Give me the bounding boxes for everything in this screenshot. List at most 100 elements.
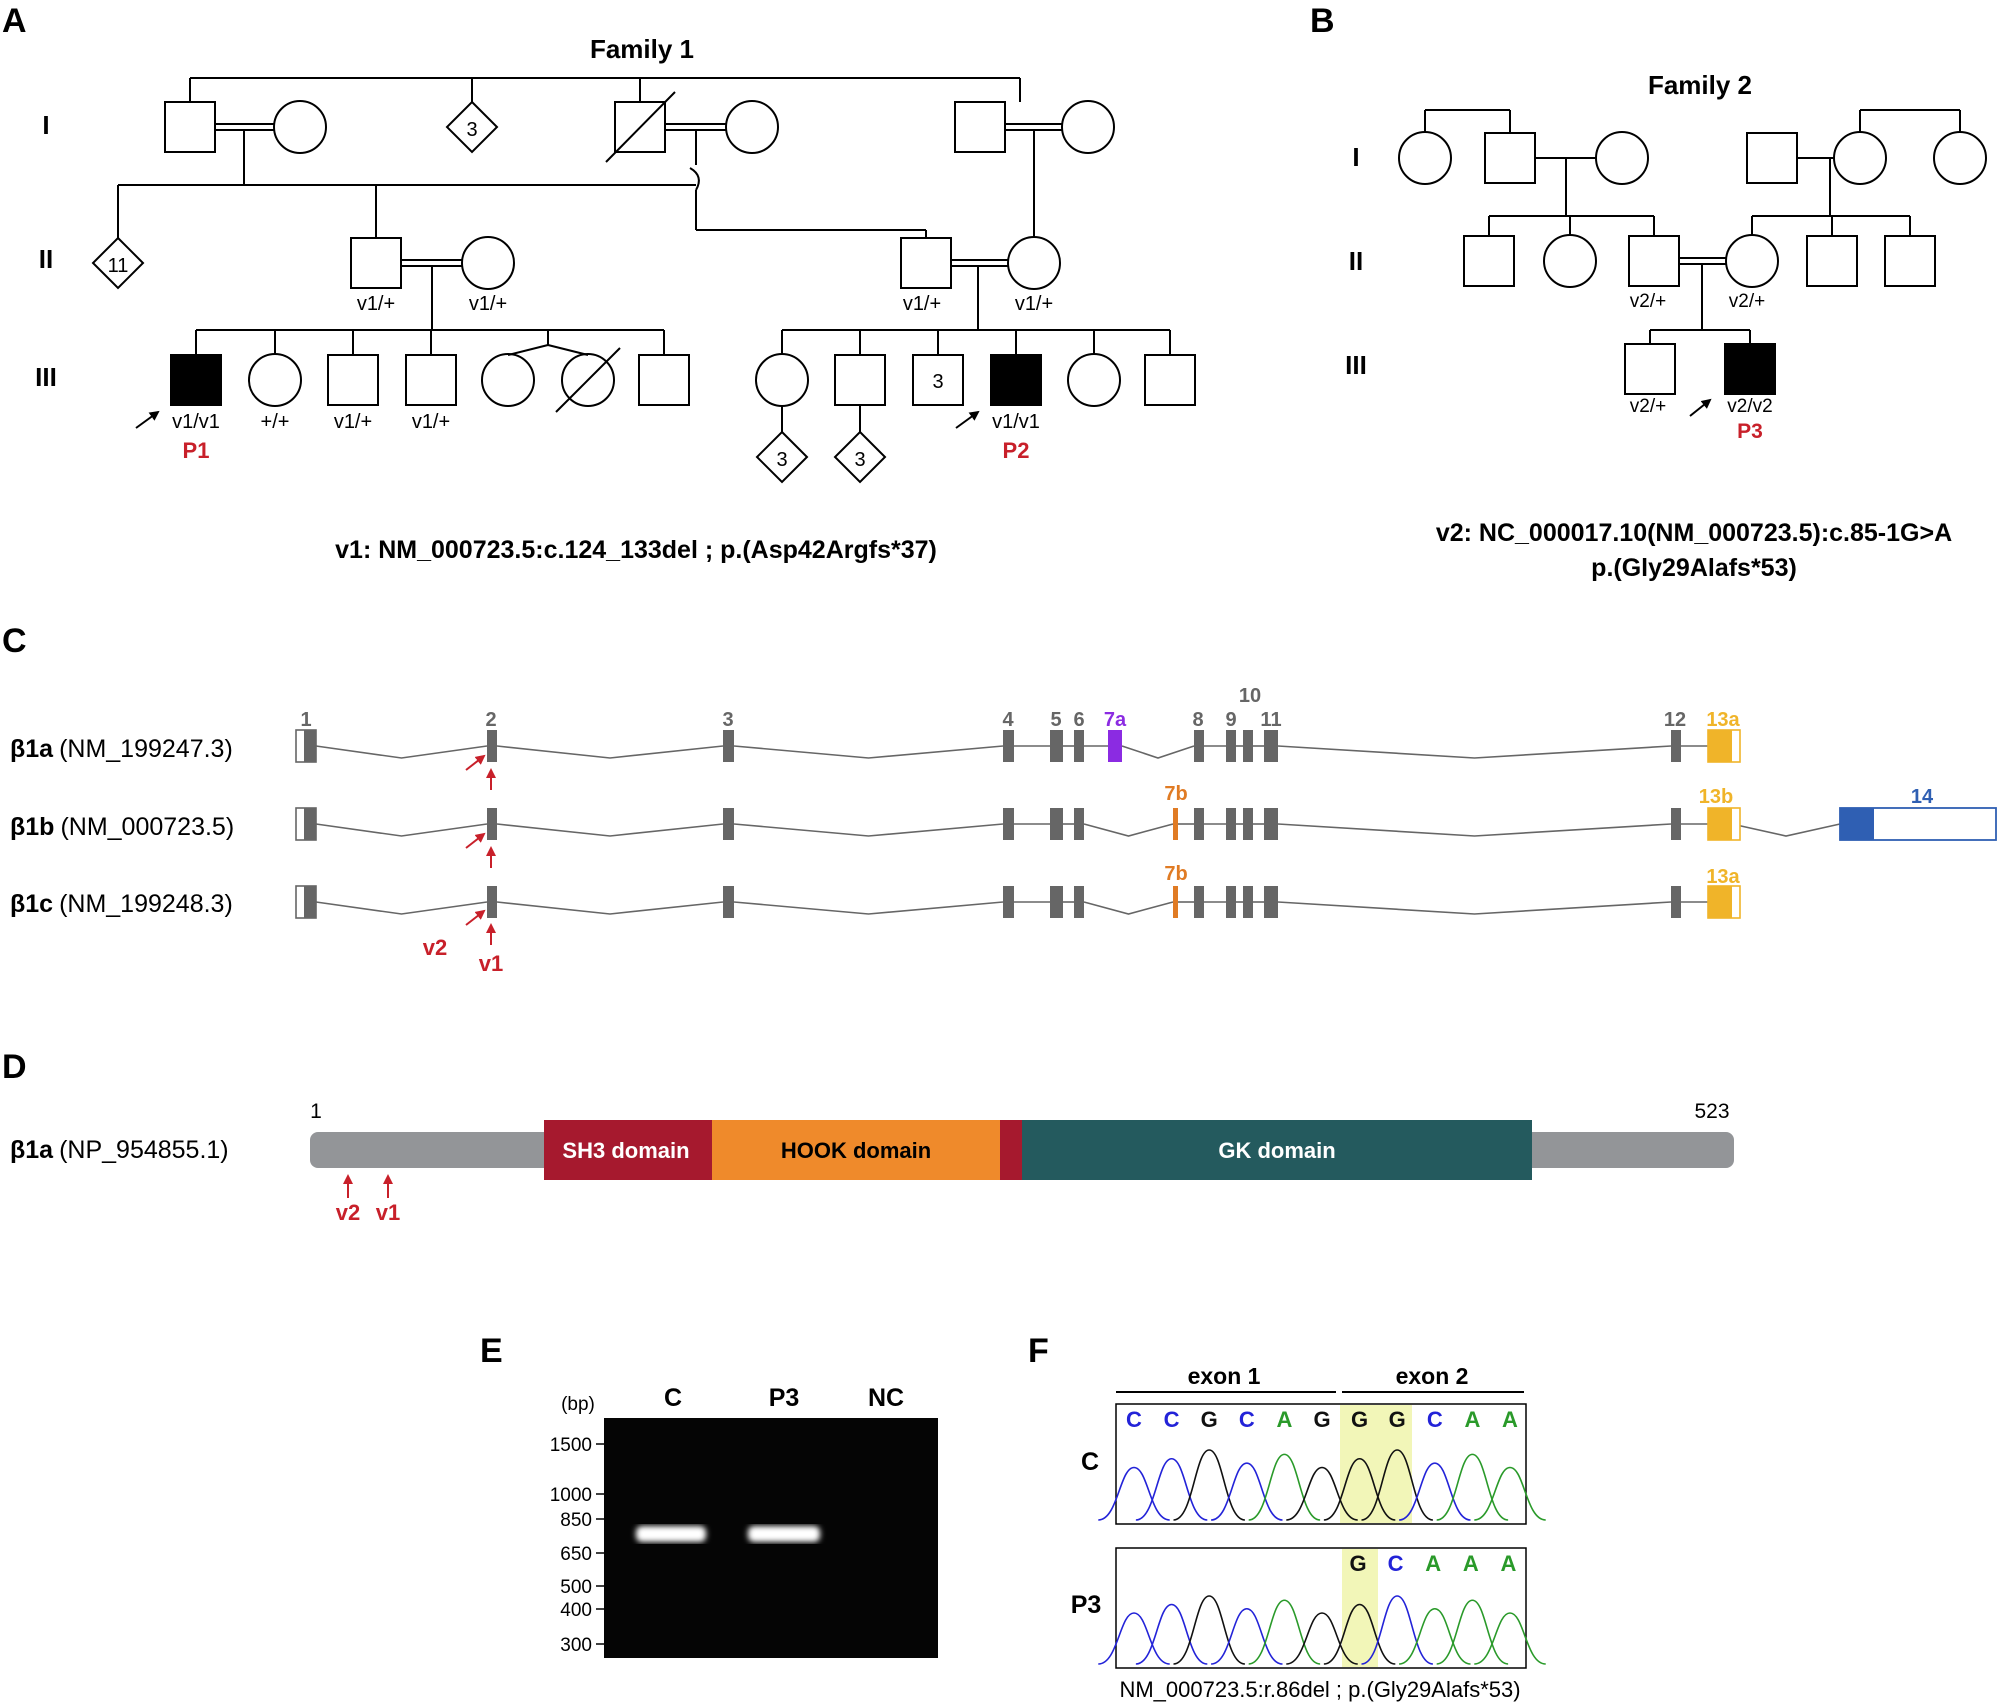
- female-symbol: [461, 236, 515, 290]
- male-symbol: [1144, 354, 1196, 406]
- exon-box-14: [1840, 808, 1874, 840]
- isoform-label: β1c(NM_199248.3): [10, 890, 233, 918]
- trace-peak: [1398, 1462, 1471, 1521]
- chromatogram-caption: NM_000723.5:r.86del ; p.(Gly29Alafs*53): [1119, 1677, 1520, 1702]
- male-symbol: [638, 354, 690, 406]
- base-call: G: [1389, 1407, 1406, 1432]
- intron-line: [1277, 901, 1672, 915]
- v1-label: v1: [479, 951, 503, 976]
- exon-box-13: [1708, 808, 1732, 840]
- exon-box: [1194, 808, 1204, 840]
- genotype-label: v1/+: [903, 293, 941, 315]
- male-symbol: [1484, 132, 1536, 184]
- pedigree-family-2: Family 2 I II III: [1345, 70, 1987, 582]
- protein-domain-panel: β1a(NP_954855.1) 1 523 SH3 domain HOOK d…: [10, 1100, 1734, 1225]
- intron-line: [1083, 901, 1174, 915]
- protein-end: 523: [1694, 1100, 1729, 1123]
- genotype-label: v2/+: [1630, 291, 1666, 312]
- exon-label-7b: 7b: [1164, 783, 1187, 805]
- sibs-count: 11: [108, 255, 129, 277]
- gel-band-c: [636, 1526, 706, 1542]
- gen-label-II: II: [39, 244, 53, 274]
- isoform-row: [295, 885, 1741, 919]
- exon-box: [1194, 886, 1204, 918]
- exon-box: [1243, 808, 1253, 840]
- trace-peak: [1474, 1612, 1546, 1665]
- lane-label: P3: [769, 1384, 800, 1412]
- exon-label: 1: [300, 709, 311, 731]
- gk-domain-label: GK domain: [1218, 1138, 1335, 1163]
- exon-2-label: exon 2: [1396, 1363, 1469, 1389]
- base-call: A: [1425, 1551, 1441, 1576]
- ladder-label: 650: [560, 1544, 592, 1565]
- base-call: A: [1500, 1551, 1516, 1576]
- sibs-count: 3: [466, 119, 477, 141]
- gen-label-II: II: [1349, 246, 1363, 276]
- exon-label-7b: 7b: [1164, 863, 1187, 885]
- highlight-region: [1342, 1549, 1378, 1667]
- ladder-label: 300: [560, 1635, 592, 1656]
- ladder-label: 1500: [550, 1435, 592, 1456]
- ladder-label: 500: [560, 1577, 592, 1598]
- variant-v1-label: v1: NM_000723.5:c.124_133del ; p.(Asp42A…: [335, 536, 937, 564]
- gen-label-I: I: [42, 110, 49, 140]
- exon-label: 11: [1260, 709, 1281, 731]
- exon-box: [723, 886, 734, 918]
- male-symbol: [164, 101, 216, 153]
- female-symbol: [1061, 100, 1115, 154]
- base-call: A: [1276, 1407, 1292, 1432]
- gen-label-III: III: [1345, 350, 1367, 380]
- exon-box: [1264, 730, 1278, 762]
- trace-peak: [1210, 1462, 1283, 1521]
- gen-label-III: III: [35, 362, 57, 392]
- base-call: C: [1388, 1551, 1404, 1576]
- isoform-rows: [295, 729, 1997, 919]
- male-symbol: [1463, 235, 1515, 287]
- panel-label-e: E: [480, 1332, 503, 1370]
- proband-arrow: [1689, 398, 1712, 417]
- genotype-label: +/+: [261, 411, 290, 433]
- base-call: G: [1349, 1551, 1366, 1576]
- base-call: C: [1164, 1407, 1180, 1432]
- intron-line: [496, 745, 724, 759]
- exon-box: [304, 808, 316, 840]
- exon-label: 12: [1664, 709, 1686, 731]
- trace-peak: [1248, 1599, 1321, 1665]
- trace-peak: [1398, 1607, 1471, 1665]
- exon-box: [487, 808, 497, 840]
- affected-male-symbol: [1724, 343, 1776, 395]
- gen-label-I: I: [1352, 142, 1359, 172]
- sibs-count: 3: [932, 371, 943, 393]
- exon-label-13a: 13a: [1706, 866, 1740, 888]
- female-symbol: [725, 100, 779, 154]
- female-symbol: [1543, 234, 1597, 288]
- exon-box: [1050, 886, 1063, 918]
- male-symbol: [900, 237, 952, 289]
- genotype-label: v1/v1: [992, 411, 1040, 433]
- exon-box: [304, 730, 316, 762]
- base-call: C: [1427, 1407, 1443, 1432]
- female-symbol: [248, 353, 302, 407]
- exon-label-13b: 13b: [1699, 786, 1733, 808]
- female-symbol: [1007, 236, 1061, 290]
- diamond-group: [91, 236, 145, 290]
- traces-p3: [1098, 1595, 1546, 1665]
- ladder-label: 1000: [550, 1485, 592, 1506]
- gel-unit: (bp): [561, 1394, 595, 1415]
- trace-peak: [1323, 1457, 1396, 1521]
- diamond-group: [755, 430, 809, 484]
- traces-c: [1098, 1449, 1546, 1521]
- exon-label: 6: [1073, 709, 1084, 731]
- variant-v2-protein: p.(Gly29Alafs*53): [1591, 554, 1797, 582]
- trace-peak: [1173, 1595, 1246, 1665]
- male-symbol: [405, 354, 457, 406]
- variant-arrow-v2: [465, 754, 486, 771]
- chromatogram-trace-c: [1115, 1403, 1527, 1525]
- intron-line: [1121, 745, 1195, 759]
- intron-line: [315, 745, 488, 759]
- male-symbol: [1624, 343, 1676, 395]
- exon-label: 9: [1225, 709, 1236, 731]
